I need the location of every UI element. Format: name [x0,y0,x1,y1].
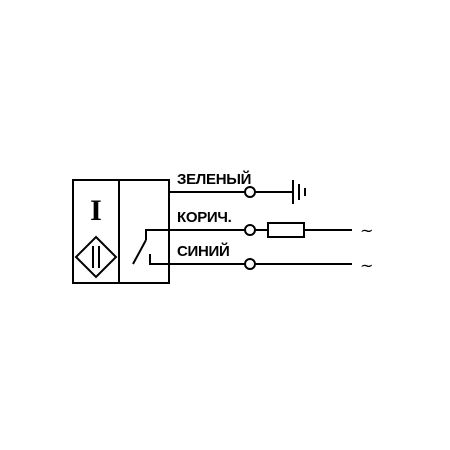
ac-symbol-blue: ~ [360,256,373,275]
ac-symbol-brown: ~ [360,221,373,240]
ground-icon [292,180,306,204]
normally-open-contact-icon [132,229,169,265]
inductive-target-icon [74,235,118,279]
sensor-body [72,179,170,284]
resistor-load-icon [267,222,305,238]
sensor-type-letter: I [90,194,102,227]
terminal-blue [244,258,256,270]
terminal-green [244,186,256,198]
wire-label-blue: СИНИЙ [177,242,230,260]
sensor-housing [72,179,170,284]
wire-label-green: ЗЕЛЕНЫЙ [177,170,251,188]
terminal-brown [244,224,256,236]
wire-label-brown: КОРИЧ. [177,209,232,226]
